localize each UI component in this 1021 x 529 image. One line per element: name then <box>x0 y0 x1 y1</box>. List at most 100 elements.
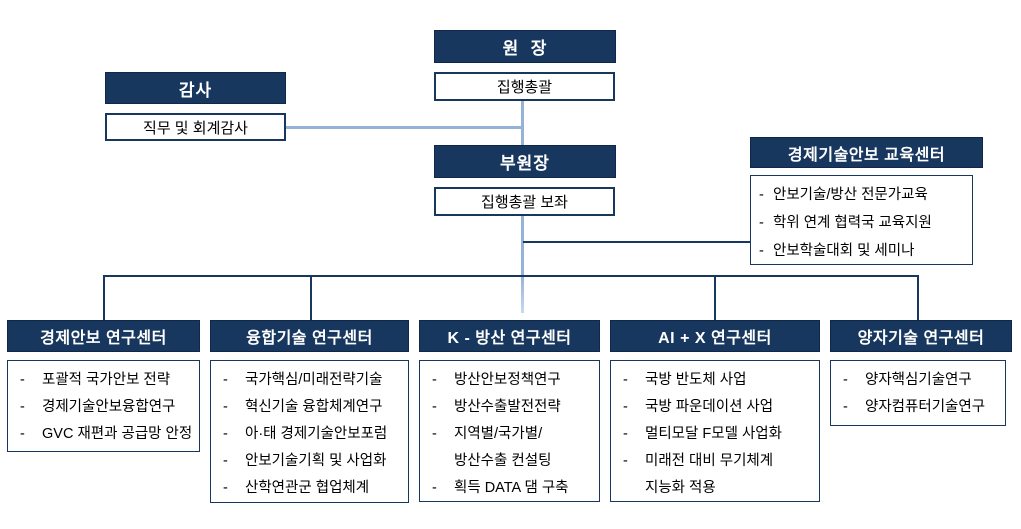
item-text: 안보학술대회 및 세미나 <box>773 243 915 259</box>
dash-bullet: - <box>759 187 764 203</box>
item-text: 학위 연계 협력국 교육지원 <box>773 215 932 231</box>
item-text: 안보기술기획 및 사업화 <box>245 453 387 469</box>
list-item: - 안보기술기획 및 사업화 <box>219 448 404 475</box>
audit-role-text: 직무 및 회계감사 <box>143 119 248 137</box>
list-item: - 혁신기술 융합체계연구 <box>219 394 404 421</box>
dash-bullet: - <box>20 399 25 415</box>
dash-bullet: - <box>432 372 437 388</box>
item-text: 안보기술/방산 전문가교육 <box>773 187 928 203</box>
director-role-text: 집행총괄 <box>496 79 553 96</box>
list-item: -학위 연계 협력국 교육지원 <box>759 209 964 237</box>
list-item: 지능화 적용 <box>619 475 815 502</box>
item-text: 포괄적 국가안보 전략 <box>42 372 171 388</box>
list-item: - 방산안보정책연구 <box>428 367 595 394</box>
audit-title: 감사 <box>178 80 213 100</box>
item-text: 혁신기술 융합체계연구 <box>245 399 383 415</box>
distribution-line <box>103 275 919 277</box>
dash-bullet: - <box>623 426 628 442</box>
box-audit: 감사 <box>105 72 286 104</box>
item-text: 멀티모달 F모델 사업화 <box>645 426 782 442</box>
list-item: - 지역별/국가별/ <box>428 421 595 448</box>
drop-center-1 <box>103 277 105 320</box>
item-text: 양자핵심기술연구 <box>865 372 972 388</box>
center-title: K - 방산 연구센터 <box>447 330 572 347</box>
item-text: 양자컴퓨터기술연구 <box>865 399 986 415</box>
connector-education <box>523 241 750 243</box>
box-director-role: 집행총괄 <box>434 72 615 101</box>
dash-bullet: - <box>432 426 437 442</box>
list-item: - GVC 재편과 공급망 안정 <box>16 421 195 448</box>
item-text: 아·태 경제기술안보포럼 <box>245 426 388 442</box>
dash-bullet: - <box>20 426 25 442</box>
list-item: - 아·태 경제기술안보포럼 <box>219 421 404 448</box>
box-center-quantum-tech: 양자기술 연구센터 <box>830 320 1012 352</box>
dash-bullet: - <box>843 372 848 388</box>
dash-bullet: - <box>623 372 628 388</box>
dash-bullet: - <box>223 399 228 415</box>
item-text: 국가핵심/미래전략기술 <box>245 372 383 388</box>
center-k-defense-items: -방산안보정책연구-방산수출발전전략-지역별/국가별/방산수출 컨설팅-획득 D… <box>419 360 600 502</box>
dash-bullet: - <box>432 399 437 415</box>
dash-bullet: - <box>432 480 437 496</box>
box-center-economic-security: 경제안보 연구센터 <box>7 320 200 352</box>
item-text: 국방 반도체 사업 <box>645 372 747 388</box>
list-item: -방산수출발전전략 <box>428 394 595 421</box>
drop-center-5 <box>917 277 919 320</box>
box-deputy-role: 집행총괄 보좌 <box>434 187 615 216</box>
item-text: 방산안보정책연구 <box>454 372 561 388</box>
box-education-center: 경제기술안보 교육센터 <box>750 137 983 168</box>
list-item: - 양자핵심기술연구 <box>839 367 1001 394</box>
box-director: 원 장 <box>434 30 616 63</box>
dash-bullet: - <box>20 372 25 388</box>
dash-bullet: - <box>223 480 228 496</box>
education-center-items: -안보기술/방산 전문가교육-학위 연계 협력국 교육지원-안보학술대회 및 세… <box>750 175 973 265</box>
center-ai-x-items: - 국방 반도체 사업 - 국방 파운데이션 사업 - 멀티모달 F모델 사업화 - 미래전 … <box>610 360 820 502</box>
item-text: 지역별/국가별/ <box>454 426 543 442</box>
deputy-role-text: 집행총괄 보좌 <box>481 194 568 211</box>
list-item: - 국가핵심/미래전략기술 <box>219 367 404 394</box>
dash-bullet: - <box>759 215 764 231</box>
center-convergence-tech-items: - 국가핵심/미래전략기술 - 혁신기술 융합체계연구 - 아·태 경제기술안보포럼 - 안보… <box>210 360 409 503</box>
drop-center-2 <box>310 277 312 320</box>
dash-bullet: - <box>223 426 228 442</box>
box-deputy: 부원장 <box>434 145 616 178</box>
list-item: 방산수출 컨설팅 <box>428 448 595 475</box>
drop-center-4 <box>714 277 716 320</box>
dash-bullet: - <box>759 243 764 259</box>
item-text: 미래전 대비 무기체계 <box>645 453 774 469</box>
center-title: 양자기술 연구센터 <box>857 330 985 347</box>
dash-bullet: - <box>843 399 848 415</box>
list-item: - 양자컴퓨터기술연구 <box>839 394 1001 421</box>
dash-bullet: - <box>223 372 228 388</box>
list-item: -안보학술대회 및 세미나 <box>759 237 964 265</box>
dash-bullet: - <box>223 453 228 469</box>
item-text: 산학연관군 협업체계 <box>245 480 370 496</box>
dash-bullet: - <box>623 453 628 469</box>
center-title: AI + X 연구센터 <box>658 330 772 347</box>
list-item: - 산학연관군 협업체계 <box>219 475 404 502</box>
box-center-k-defense: K - 방산 연구센터 <box>419 320 600 352</box>
box-center-ai-x: AI + X 연구센터 <box>610 320 820 352</box>
item-text: 국방 파운데이션 사업 <box>645 399 774 415</box>
connector-audit <box>286 126 522 129</box>
director-title: 원 장 <box>502 39 548 58</box>
education-center-title: 경제기술안보 교육센터 <box>787 146 946 164</box>
center-title: 융합기술 연구센터 <box>246 330 373 347</box>
center-economic-security-items: -포괄적 국가안보 전략-경제기술안보융합연구-GVC 재편과 공급망 안정 <box>7 360 200 452</box>
center-title: 경제안보 연구센터 <box>40 330 167 347</box>
item-text: 방산수출 컨설팅 <box>454 453 552 469</box>
box-center-convergence-tech: 융합기술 연구센터 <box>210 320 409 352</box>
list-item: - 미래전 대비 무기체계 <box>619 448 815 475</box>
list-item: -안보기술/방산 전문가교육 <box>759 181 964 209</box>
deputy-title: 부원장 <box>500 154 550 173</box>
box-audit-role: 직무 및 회계감사 <box>105 113 286 141</box>
connector-deputy-down <box>521 216 524 313</box>
list-item: - 획득 DATA 댐 구축 <box>428 475 595 502</box>
list-item: -경제기술안보융합연구 <box>16 394 195 421</box>
connector-director-to-deputy <box>521 101 524 145</box>
dash-bullet: - <box>623 399 628 415</box>
item-text: GVC 재편과 공급망 안정 <box>42 426 193 442</box>
item-text: 획득 DATA 댐 구축 <box>454 480 569 496</box>
list-item: - 멀티모달 F모델 사업화 <box>619 421 815 448</box>
